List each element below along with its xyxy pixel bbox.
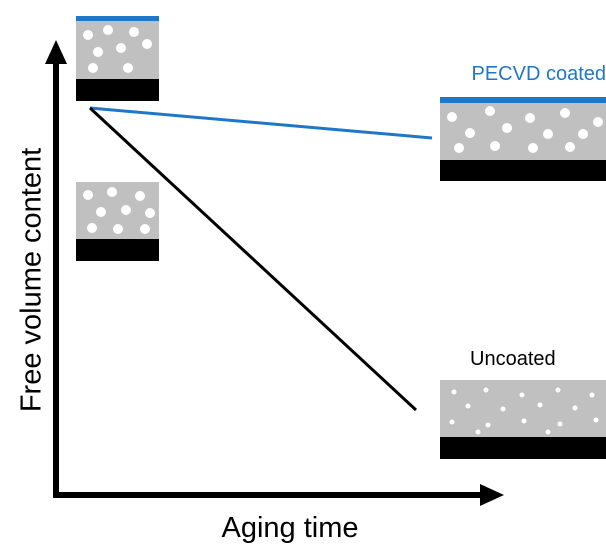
aged-uncoated-film-schematic: [440, 380, 606, 459]
x-axis-label: Aging time: [221, 512, 359, 544]
free-volume-voids: [83, 25, 152, 73]
free-volume-voids: [447, 106, 603, 153]
uncoated-trend-line: [88, 106, 418, 412]
free-volume-voids: [449, 387, 599, 435]
y-axis-label: Free volume content: [15, 147, 48, 413]
coated-label: PECVD coated: [471, 63, 606, 85]
x-axis-arrowhead: [480, 484, 504, 506]
substrate: [76, 79, 159, 101]
substrate: [76, 239, 159, 261]
uncoated-label: Uncoated: [470, 348, 556, 370]
substrate: [440, 160, 606, 181]
coating-layer: [76, 16, 159, 21]
coating-layer: [440, 97, 606, 103]
initial-uncoated-film-schematic: [76, 182, 159, 261]
coated-trend-line: [89, 106, 433, 140]
free-volume-voids: [83, 187, 155, 234]
aged-coated-film-schematic: [440, 97, 606, 181]
y-axis-arrowhead: [45, 40, 67, 64]
initial-coated-film-schematic: [76, 16, 159, 101]
substrate: [440, 437, 606, 459]
polymer-film: [440, 380, 606, 437]
